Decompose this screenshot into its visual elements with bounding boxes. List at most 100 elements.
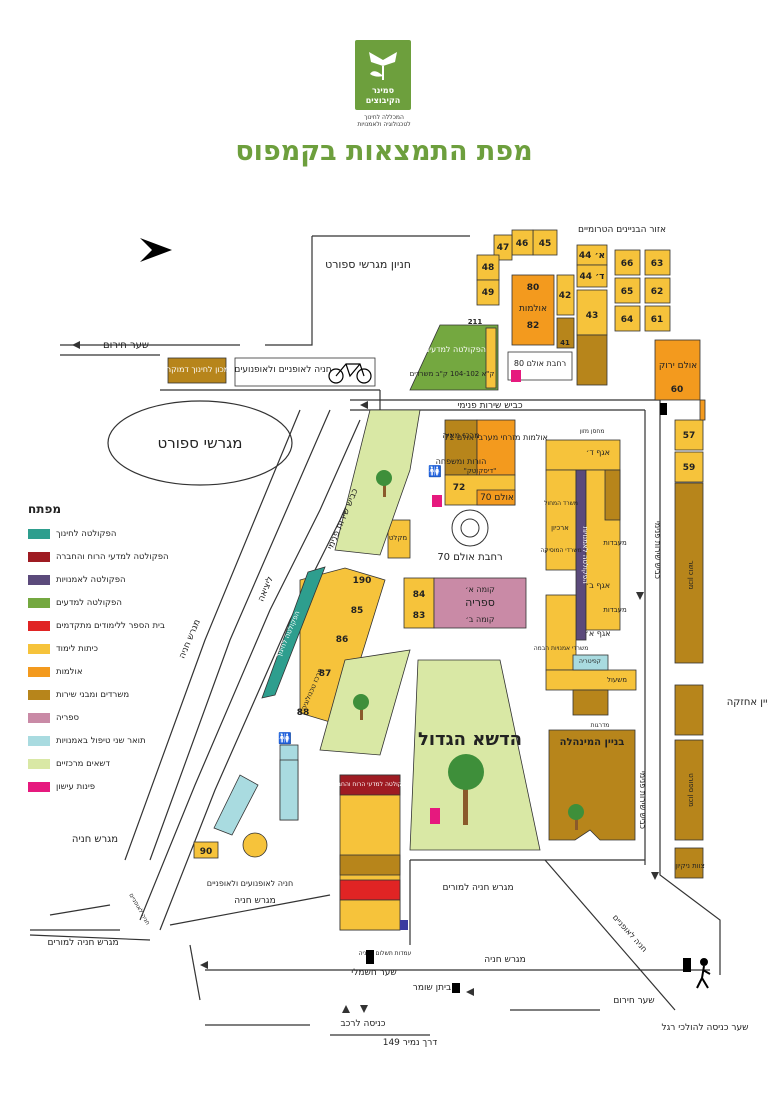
room-83: 83 [413,611,426,621]
legend-item: משרדים ומבני שירות [28,683,208,706]
label-hall-70-square: רחבת אולם 70 [437,552,502,563]
label-road-name: דרך נמיר 149 [383,1038,438,1048]
label-dance-office: משרד המחול [544,500,578,507]
label-service-road-vert: כביש שירות פנימי [653,521,662,579]
label-science-faculty: הפקולטה למדעים [424,345,486,354]
legend-rows: הפקולטה לחינוך הפקולטה למדעי הרוח והחברה ה… [28,522,208,798]
guard-marker [452,983,460,993]
legend-swatch [28,666,50,677]
label-guard-booth: ביתן שומר [413,983,451,993]
legend-item: דשאים מרכזיים [28,752,208,775]
legend-item: הפקולטה למדעי הרוח והחברה [28,545,208,568]
legend-label: דשאים מרכזיים [56,758,111,769]
label-parking-field: מגרש חניה [72,834,118,845]
room-42: 42 [559,291,572,301]
legend-label: כיתות לימוד [56,643,99,654]
label-bike-diag: חניה לאופניים [611,913,649,954]
label-wing-b: אגף ב׳ [586,581,610,590]
road-segment [265,236,313,346]
room-47: 47 [497,243,510,253]
label-sports-parking: חניון מגרשי ספורט [325,258,411,271]
room-45: 45 [539,239,552,249]
legend-label: הפקולטה לאמנויות [56,574,126,585]
legend-item: הפקולטה למדעים [28,591,208,614]
room-84: 84 [413,590,426,600]
room-82: 82 [527,321,540,331]
label-bike-small: חניה לאופניים [127,892,151,926]
label-sport-center: מכון ספורט [687,773,695,807]
label-green-hall: אולם ירוק [659,361,697,371]
legend-title: מפתח [28,502,62,516]
room-88: 88 [297,708,310,718]
label-teachers-parking-2: מגרש חניה למורים [442,883,513,893]
label-floor-a: קומה א׳ [465,585,495,594]
label-payment: עמדות תשלום לחניה [359,950,412,957]
room-72: 72 [453,483,466,493]
room-41: 41 [560,339,570,347]
label-labs-2: מעבדות [603,606,627,614]
legend-swatch [28,574,50,585]
legend-swatch [28,758,50,769]
fountain [451,509,489,547]
logo-line2: הקיבוצים [366,96,401,105]
room-90: 90 [200,847,213,857]
legend-item: הפקולטה לחינוך [28,522,208,545]
restroom-icon: 🚻 [428,465,442,478]
room-44d: 44 ד׳ [580,272,605,282]
room-43: 43 [586,311,599,321]
label-inner-road: כביש שירות פנימי [457,401,523,411]
label-vehicle-entry: כניסה לרכב [340,1019,385,1029]
label-maintenance: בניין אחזקה [727,697,768,708]
label-music-office: משרדי המוסיקה [540,547,581,554]
legend-swatch [28,528,50,539]
logo-line1: סמינר [372,86,394,95]
room-62: 62 [651,287,664,297]
room-87: 87 [319,669,332,679]
legend-label: פינות עישון [56,781,96,792]
legend-item: בית הספר ללימודים מתקדמים [28,614,208,637]
label-electric-gate: שער חשמלי [351,968,396,978]
label-drama-office: משרדי אמנויות הבמה [534,645,589,652]
label-corridor: משעול [607,676,627,684]
legend-label: הפקולטה לחינוך [56,528,117,539]
label-admin-building: בניין המינהלה [560,737,625,748]
room-85: 85 [351,606,364,616]
north-arrow-icon [140,238,172,262]
label-emergency-gate: שער חירום [103,340,149,351]
label-big-lawn: הדשא הגדול [418,729,522,750]
label-culture-halls: אולמות מזרחי מערבי אולם 71 [444,433,548,442]
legend-label: אולמות [56,666,83,677]
big-lawn [409,659,541,851]
label-rooms-102-104: ק"א 104-102 ק"ב משרדים [410,370,495,378]
logo-mark-icon: סמינר הקיבוצים [366,52,401,105]
label-floor-b: קומה ב׳ [465,615,494,624]
label-wing-a: אגף א׳ [586,629,611,638]
room-80: 80 [527,283,540,293]
legend-item: כיתות לימוד [28,637,208,660]
label-food-store: מחסן מזון [580,428,605,435]
room-60: 60 [671,385,684,395]
label-pedestrian-gate: שער כניסה להולכי רגל [661,1023,748,1033]
legend-swatch [28,781,50,792]
label-democratic-institute: המכון לחינוך דמוקרטי [160,365,235,374]
label-exit: ליציאה [256,575,276,603]
legend-item: הפקולטה לאמנויות [28,568,208,591]
logo-subtitle-line2: לטכנולוגיה ולאמנויות [357,121,411,128]
label-maya-center: מרכז מאיה [442,431,479,440]
legend-label: ספריה [56,712,80,723]
legend-label: משרדים ומבני שירות [56,689,130,700]
bicycle-icon [328,363,372,384]
legend-label: תואר שני טיפול באמנויות [56,735,146,746]
room-44a: 44 א׳ [579,251,605,261]
label-cleaning: צוות ניקיון [675,862,705,870]
room-49: 49 [482,288,495,298]
label-service-road-vert-2: כביש שירות פנימי [638,771,647,829]
palm-tree-icon [353,470,584,830]
legend-swatch [28,712,50,723]
legend-label: הפקולטה למדעי הרוח והחברה [56,551,169,562]
label-parking-field-3: מגרש חניה [484,955,526,965]
label-humanities: הפקולטה למדעי הרוח והחברה [330,781,410,788]
label-bike-parking: חניה לאופניים ולאופנועים [234,365,331,375]
label-discotheque: "דיסקוטק" [464,467,497,475]
